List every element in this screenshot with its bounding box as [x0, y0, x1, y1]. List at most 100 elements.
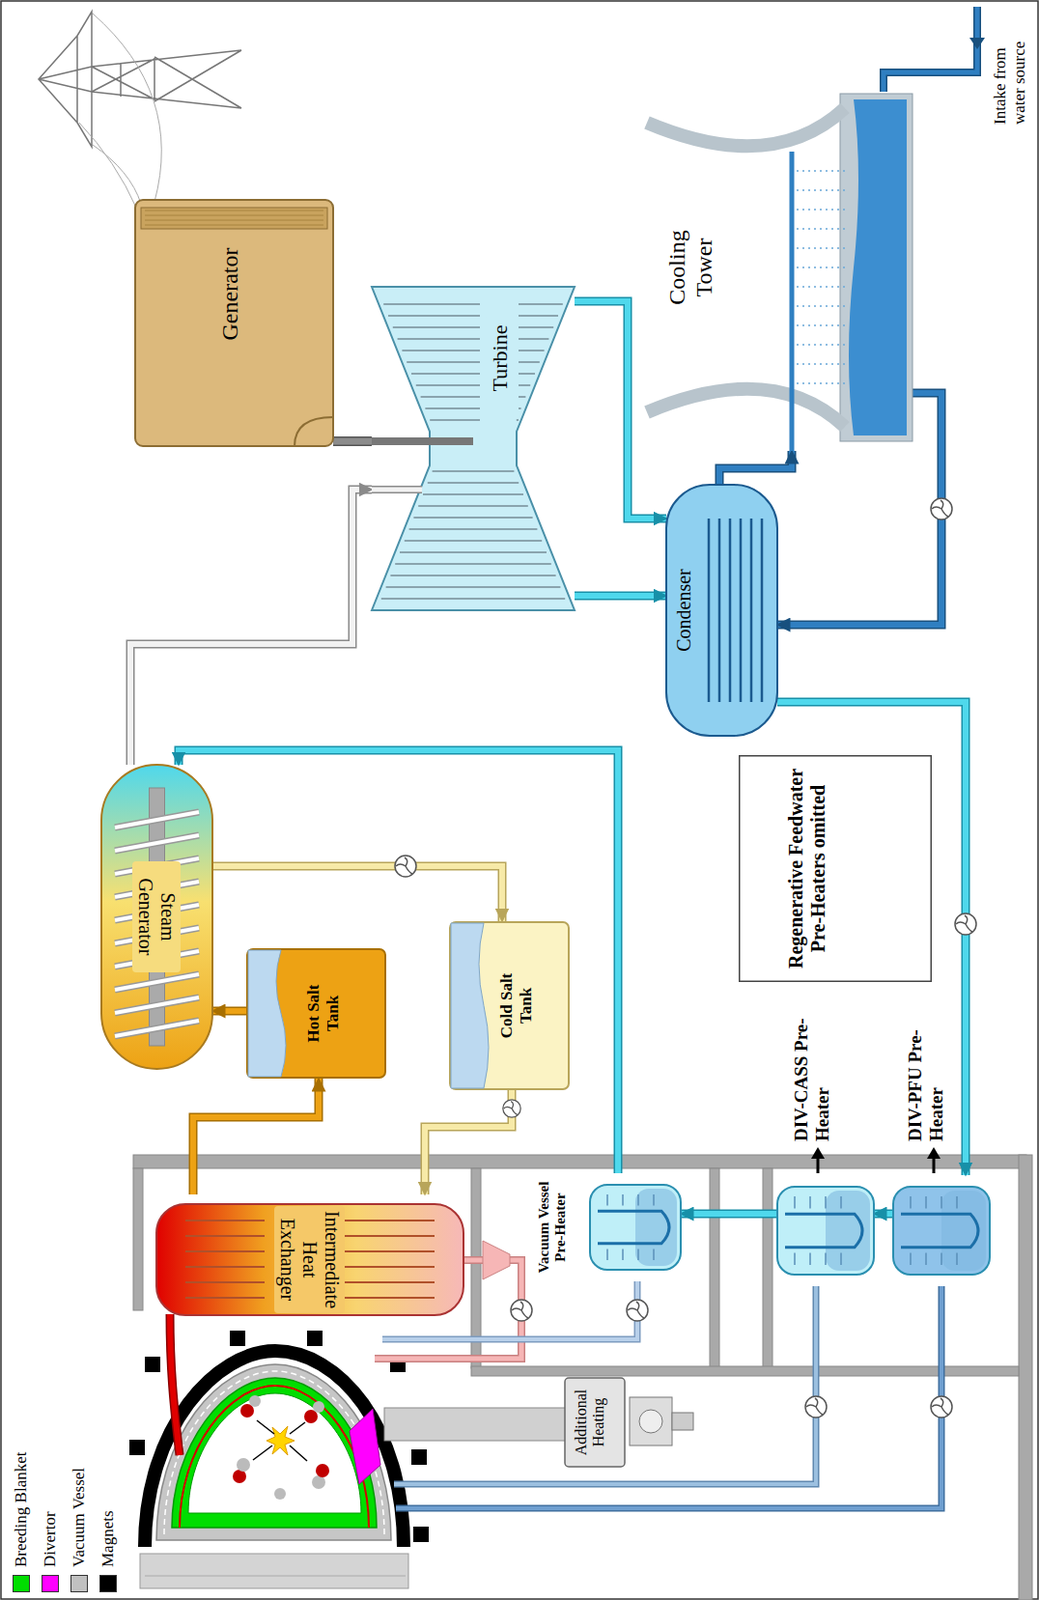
turbine-shape	[371, 437, 474, 446]
preheater-shape	[893, 1147, 990, 1275]
pump-symbol	[626, 1299, 648, 1321]
turbine-shape	[401, 349, 480, 352]
node-label: Condenser	[673, 552, 696, 669]
heat-exchanger-shape	[339, 1250, 435, 1253]
generator-shape	[144, 224, 324, 226]
cooling-tower-shape	[796, 189, 845, 192]
steam-generator: Steam Generator	[101, 764, 213, 1069]
turbine-shape	[422, 493, 524, 496]
pipe-line	[212, 1008, 247, 1014]
turbine-shape	[427, 481, 519, 484]
turbine-shape	[518, 407, 522, 410]
tokamak	[156, 1364, 392, 1541]
turbine: Turbine	[371, 286, 575, 611]
preheater-shape	[925, 1253, 927, 1266]
turbine-shape	[383, 303, 480, 306]
steam-generator-shape	[114, 812, 199, 828]
pipe-outline	[574, 591, 667, 601]
preheater-shape	[589, 1184, 681, 1270]
condenser: Condenser	[666, 484, 778, 736]
heat-exchanger-shape	[185, 1219, 265, 1222]
turbine-shape	[518, 372, 535, 375]
preheater-shape	[900, 1213, 979, 1248]
generator-shape	[135, 199, 334, 447]
turbine-shape	[518, 395, 526, 398]
tokamak	[307, 1330, 323, 1347]
pipe-outline	[873, 1209, 894, 1219]
generator-shape	[294, 417, 334, 447]
condenser-shape	[750, 518, 754, 703]
cooling-tower-shape	[646, 108, 845, 146]
heat-exchanger-shape	[339, 1296, 435, 1299]
tokamak	[188, 1393, 362, 1514]
turbine-shape	[397, 337, 480, 340]
preheater-shape	[816, 1156, 820, 1174]
heat-exchanger-shape	[339, 1281, 435, 1284]
heating-system-shape	[564, 1377, 625, 1467]
note-box-shape	[738, 755, 932, 983]
preheater-shape	[824, 1196, 827, 1209]
pump-symbol	[954, 913, 977, 935]
tokamak	[164, 1371, 385, 1535]
condenser-shape	[718, 518, 722, 703]
tokamak	[315, 1463, 330, 1478]
cooling-tower-shape	[796, 285, 845, 288]
turbine-shape	[404, 539, 542, 542]
turbine-shape	[371, 286, 575, 611]
turbine-shape	[371, 286, 575, 611]
pipe-connector	[130, 489, 372, 765]
coolant-pipes	[395, 1286, 942, 1509]
coolant-pipes	[393, 1286, 816, 1485]
heat-exchanger-shape	[156, 1204, 464, 1316]
tokamak	[144, 1350, 404, 1547]
pipe-outline	[680, 1209, 778, 1219]
preheater-shape	[606, 1248, 609, 1261]
tokamak	[411, 1449, 427, 1465]
preheater-shape	[793, 1253, 796, 1266]
legend-label: Vacuum Vessel	[69, 1467, 89, 1568]
tokamak	[232, 1469, 247, 1484]
generator-shape	[135, 199, 334, 447]
pipe-line	[574, 592, 667, 599]
pipe-outline	[212, 866, 503, 922]
pipe-connector	[178, 750, 618, 1174]
turbine-shape	[413, 516, 533, 519]
cooling-tower-shape	[789, 151, 795, 451]
turbine-shape	[390, 574, 556, 577]
preheater-shape	[811, 1147, 825, 1159]
pipe-connector	[193, 1078, 319, 1195]
cooling-tower-shape	[796, 208, 845, 211]
preheater-shape	[840, 1253, 843, 1266]
heat-exchanger-shape	[339, 1265, 435, 1268]
condenser-shape	[666, 484, 778, 736]
turbine-shape	[388, 314, 480, 317]
pipe-connector	[424, 1090, 512, 1195]
tokamak	[236, 1458, 251, 1472]
turbine-shape	[393, 326, 480, 329]
turbine-shape	[371, 286, 575, 611]
cooling-tower-shape	[796, 363, 845, 366]
preheater-shape	[925, 1196, 927, 1209]
preheater-shape	[589, 1184, 681, 1270]
preheater-shape	[940, 1196, 943, 1209]
generator-shape	[144, 215, 324, 217]
cooling-tower-shape	[796, 247, 845, 250]
pipe-line	[178, 750, 618, 1174]
water-intake	[969, 37, 985, 50]
pipe-connector	[873, 1213, 894, 1215]
pipe-connector	[212, 1010, 247, 1012]
cold-salt-tank-shape	[449, 922, 569, 1090]
turbine-shape	[386, 586, 562, 589]
steam-generator-shape	[114, 835, 199, 851]
turbine-shape	[394, 562, 552, 565]
preheater-shape	[777, 1175, 874, 1287]
building-walls	[1018, 1154, 1033, 1600]
pipe-line	[719, 450, 792, 485]
legend-item: Divertor	[40, 1511, 60, 1593]
building-walls	[471, 1366, 1019, 1376]
preheater-shape	[785, 1213, 863, 1248]
node-label: DIV-PFU Pre-Heater	[904, 1015, 948, 1142]
cooling-tower-shape	[796, 343, 845, 346]
building-walls	[133, 1154, 1027, 1169]
